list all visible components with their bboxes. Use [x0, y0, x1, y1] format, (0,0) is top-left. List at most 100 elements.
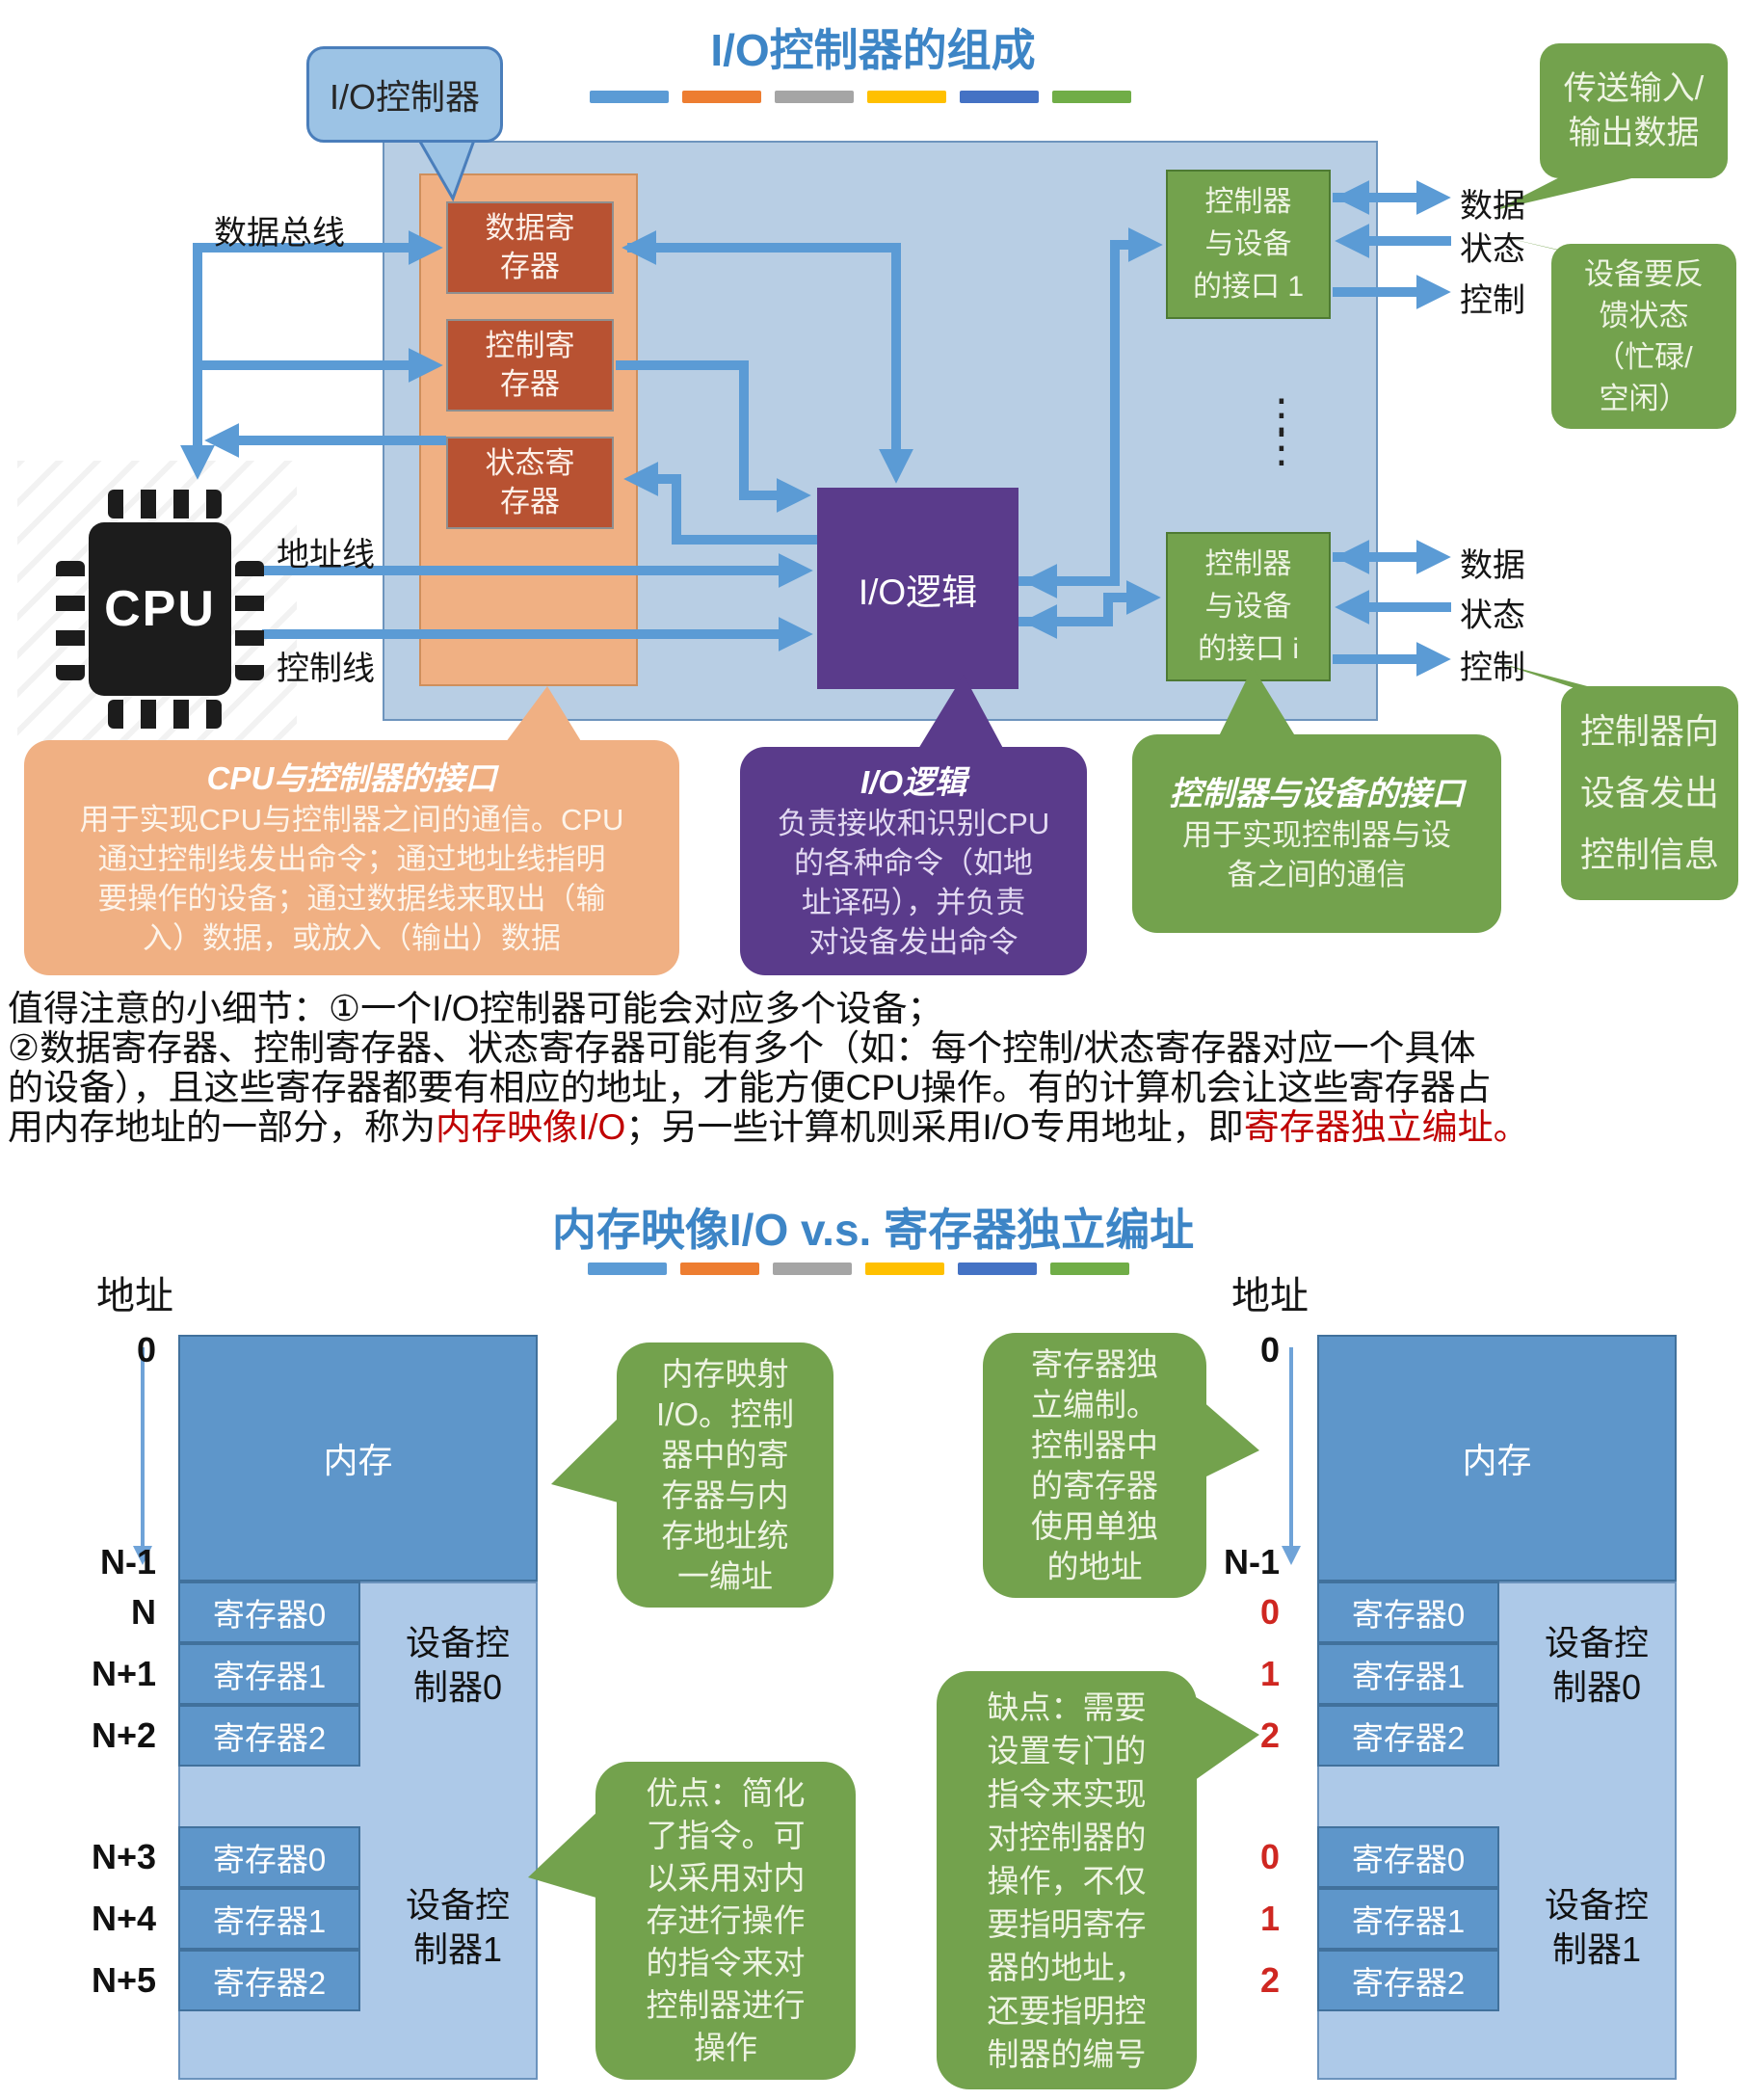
- cpu-interface-callout: CPU与控制器的接口 用于实现CPU与控制器之间的通信。CPU 通过控制线发出命…: [24, 740, 679, 975]
- addr-right-r2b: 2: [1259, 1960, 1280, 2000]
- right-g2-register0-label: 寄存器0: [1351, 1842, 1466, 1877]
- address-line-label: 地址线: [277, 537, 375, 573]
- interface-1-label: 控制器 与设备 的接口 1: [1192, 185, 1305, 303]
- cpu-chip: CPU: [53, 472, 265, 752]
- addr-left-n4: N+4: [91, 1899, 156, 1938]
- addr-left-n2: N+2: [91, 1715, 156, 1755]
- dash-blue: [588, 1263, 667, 1275]
- dash-green: [1050, 1263, 1129, 1275]
- data-register-box: 数据寄 存器: [446, 201, 614, 294]
- addr-left-n1: N+1: [91, 1654, 156, 1693]
- cpu-pins-right: [235, 561, 264, 680]
- right-g1-register1: 寄存器1: [1317, 1643, 1499, 1705]
- cpu-interface-callout-body: 用于实现CPU与控制器之间的通信。CPU 通过控制线发出命令；通过地址线指明 要…: [79, 803, 624, 955]
- device-controller0-left: 设备控 制器0: [405, 1623, 510, 1707]
- note-line4-c: ；另一些计算机则采用I/O专用地址，即: [625, 1107, 1244, 1147]
- data-bus-label: 数据总线: [214, 215, 345, 252]
- dash-blue: [590, 91, 669, 103]
- io-logic-box: I/O逻辑: [817, 488, 1018, 689]
- if1-data-label: 数据: [1460, 188, 1525, 225]
- left-g1-register2-label: 寄存器2: [212, 1720, 327, 1756]
- right-g1-register2-label: 寄存器2: [1351, 1720, 1466, 1756]
- note-line-2: ②数据寄存器、控制寄存器、状态寄存器可能有多个（如：每个控制/状态寄存器对应一个…: [8, 1028, 1476, 1068]
- left-g1-register0: 寄存器0: [178, 1582, 360, 1643]
- dash-green: [1052, 91, 1131, 103]
- transfer-data-callout-text: 传送输入/ 输出数据: [1563, 70, 1705, 151]
- device-interface-callout-title: 控制器与设备的接口: [1169, 776, 1465, 812]
- if1-control-label: 控制: [1460, 282, 1525, 319]
- cpu-interface-callout-title: CPU与控制器的接口: [206, 760, 497, 796]
- cons-callout-text: 缺点：需要 设置专门的 指令来实现 对控制器的 操作，不仅 要指明寄存 器的地址…: [987, 1688, 1147, 2072]
- io-logic-callout-body: 负责接收和识别CPU 的各种命令（如地 址译码），并负责 对设备发出命令: [777, 806, 1050, 959]
- memory-box-left: 内存: [178, 1335, 538, 1582]
- left-g1-register0-label: 寄存器0: [212, 1597, 327, 1633]
- device-controller0-right: 设备控 制器0: [1544, 1623, 1649, 1707]
- right-g2-register2-label: 寄存器2: [1351, 1965, 1466, 2001]
- addr-right-n-1: N-1: [1223, 1542, 1280, 1582]
- dash-darkblue: [960, 91, 1039, 103]
- io-controller-bubble: I/O控制器: [306, 46, 503, 143]
- addr-left-n-1: N-1: [99, 1542, 156, 1582]
- note-line-1: 值得注意的小细节：①一个I/O控制器可能会对应多个设备；: [8, 989, 943, 1028]
- addr-right-r1b: 1: [1259, 1899, 1280, 1938]
- transfer-data-callout: 传送输入/ 输出数据: [1540, 43, 1728, 178]
- addr-left-n3: N+3: [91, 1837, 156, 1876]
- right-g1-register0: 寄存器0: [1317, 1582, 1499, 1643]
- dash-yellow: [867, 91, 946, 103]
- address-title-right: 地址: [1231, 1275, 1309, 1317]
- io-controller-bubble-label: I/O控制器: [329, 77, 480, 117]
- tail-independent-callout: [1201, 1399, 1259, 1479]
- addr-right-r0b: 0: [1259, 1837, 1280, 1876]
- memory-mapped-callout: 内存映射 I/O。控制 器中的寄 存器与内 存地址统 一编址: [617, 1342, 833, 1608]
- cpu-pins-top: [108, 490, 222, 518]
- dash-gray: [775, 91, 854, 103]
- top-title: I/O控制器的组成: [710, 25, 1036, 75]
- addr-left-n5: N+5: [91, 1960, 156, 2000]
- left-g1-register2: 寄存器2: [178, 1705, 360, 1767]
- address-title-left: 地址: [96, 1275, 173, 1317]
- if1-status-label: 状态: [1460, 231, 1525, 268]
- vertical-ellipsis-icon: ⋮ ⋮: [1260, 391, 1303, 471]
- io-logic-callout: I/O逻辑 负责接收和识别CPU 的各种命令（如地 址译码），并负责 对设备发出…: [740, 747, 1087, 975]
- pros-callout: 优点：简化 了指令。可 以采用对内 存进行操作 的指令来对 控制器进行 操作: [595, 1762, 856, 2080]
- note-line4-a: 用内存地址的一部分，称为: [8, 1107, 436, 1147]
- ifi-data-label: 数据: [1460, 547, 1525, 584]
- addr-left-n: N: [131, 1592, 156, 1632]
- right-g1-register2: 寄存器2: [1317, 1705, 1499, 1767]
- independent-addressing-callout-text: 寄存器独 立编制。 控制器中 的寄存器 使用单独 的地址: [1031, 1345, 1158, 1584]
- note-line4-red2: 寄存器独立编址。: [1243, 1107, 1529, 1147]
- cpu-label: CPU: [104, 581, 216, 637]
- device-interface-callout: 控制器与设备的接口 用于实现控制器与设 备之间的通信: [1132, 734, 1501, 933]
- data-register-label: 数据寄 存器: [485, 211, 575, 283]
- tail-memory-mapped-callout: [551, 1415, 622, 1503]
- right-g2-register1: 寄存器1: [1317, 1888, 1499, 1950]
- cons-callout: 缺点：需要 设置专门的 指令来实现 对控制器的 操作，不仅 要指明寄存 器的地址…: [937, 1671, 1197, 2089]
- interface-i-label: 控制器 与设备 的接口 i: [1198, 547, 1299, 665]
- ifi-control-label: 控制: [1460, 650, 1525, 686]
- addr-right-0: 0: [1259, 1330, 1280, 1369]
- feedback-status-callout: 设备要反 馈状态 （忙碌/ 空闲）: [1551, 244, 1736, 429]
- control-register-label: 控制寄 存器: [485, 329, 575, 401]
- feedback-status-callout-text: 设备要反 馈状态 （忙碌/ 空闲）: [1584, 257, 1704, 415]
- io-logic-callout-title: I/O逻辑: [860, 763, 966, 800]
- cpu-pins-left: [56, 561, 85, 680]
- right-g1-register1-label: 寄存器1: [1351, 1659, 1466, 1694]
- addr-right-r0a: 0: [1259, 1592, 1280, 1632]
- status-register-label: 状态寄 存器: [485, 446, 575, 518]
- left-g2-register2-label: 寄存器2: [212, 1965, 327, 2001]
- interface-1-box: 控制器 与设备 的接口 1: [1166, 170, 1331, 319]
- send-control-callout: 控制器向 设备发出 控制信息: [1561, 686, 1738, 900]
- control-register-box: 控制寄 存器: [446, 319, 614, 412]
- send-control-callout-text: 控制器向 设备发出 控制信息: [1579, 711, 1719, 874]
- left-g2-register1: 寄存器1: [178, 1888, 360, 1950]
- io-logic-label: I/O逻辑: [858, 572, 978, 612]
- left-g2-register0: 寄存器0: [178, 1826, 360, 1888]
- dash-orange: [680, 1263, 759, 1275]
- left-g2-register2: 寄存器2: [178, 1950, 360, 2011]
- left-g1-register1: 寄存器1: [178, 1643, 360, 1705]
- top-title-dashes: [590, 91, 1131, 103]
- note-line-3: 的设备），且这些寄存器都要有相应的地址，才能方便CPU操作。有的计算机会让这些寄…: [8, 1068, 1492, 1107]
- addr-right-r2a: 2: [1259, 1715, 1280, 1755]
- right-g2-register1-label: 寄存器1: [1351, 1903, 1466, 1939]
